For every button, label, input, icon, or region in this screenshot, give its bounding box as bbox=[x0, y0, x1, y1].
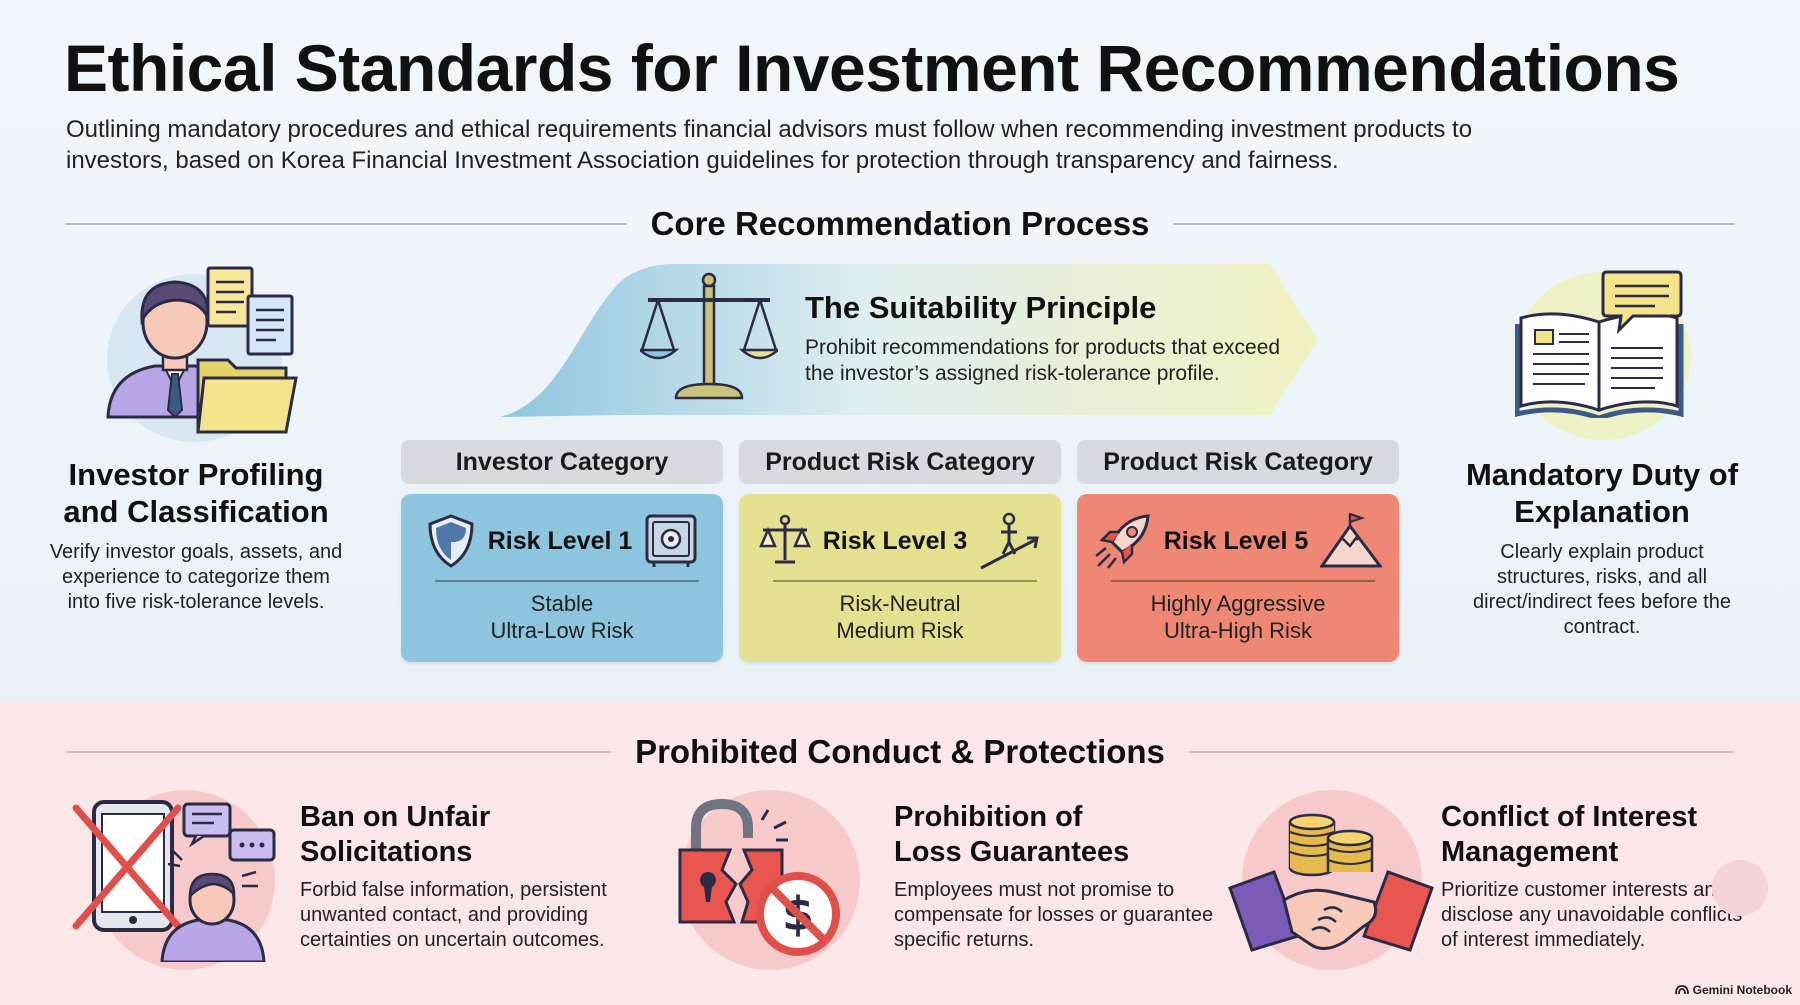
prohibited-section-title: Prohibited Conduct & Protections bbox=[635, 733, 1165, 770]
investor-profiling-title: Investor Profiling and Classification bbox=[63, 457, 329, 529]
conflict-of-interest-text: Prioritize customer interests and disclo… bbox=[1441, 879, 1743, 951]
loss-guarantee-block: Prohibition of Loss Guarantees Employees… bbox=[894, 800, 1214, 953]
prohibited-section-header: Prohibited Conduct & Protections bbox=[66, 732, 1734, 772]
safe-icon bbox=[645, 514, 697, 567]
card-divider bbox=[1111, 580, 1375, 582]
suitability-title: The Suitability Principle bbox=[805, 290, 1157, 325]
loss-guarantee-title-line1: Prohibition of bbox=[894, 801, 1083, 833]
unfair-solicitation-title-line2: Solicitations bbox=[300, 836, 473, 868]
brand-text: Gemini Notebook bbox=[1692, 983, 1792, 997]
divider-line bbox=[1173, 223, 1735, 225]
conflict-of-interest-title-line1: Conflict of Interest bbox=[1441, 801, 1698, 833]
risk-level-label: Risk Level 1 bbox=[487, 526, 633, 555]
risk-card-level-1: Risk Level 1 Stable Ultra-Low Risk bbox=[401, 494, 723, 662]
risk-level-label: Risk Level 5 bbox=[1163, 526, 1309, 555]
person-on-path-icon bbox=[980, 512, 1040, 570]
page-subtitle: Outlining mandatory procedures and ethic… bbox=[66, 116, 1473, 174]
unfair-solicitation-text: Forbid false information, persistent unw… bbox=[300, 879, 607, 951]
duty-of-explanation-title: Mandatory Duty of Explanation bbox=[1465, 457, 1739, 529]
handshake-coins-icon bbox=[1228, 813, 1434, 952]
loss-guarantee-text: Employees must not promise to compensate… bbox=[894, 879, 1214, 951]
risk-card-level-5: Risk Level 5 Highly Aggressive Ultra-Hig… bbox=[1077, 494, 1399, 662]
conflict-of-interest-title-line2: Management bbox=[1441, 836, 1619, 868]
broken-lock-no-money-icon: $ bbox=[678, 798, 840, 956]
divider-line bbox=[66, 751, 612, 753]
scale-icon bbox=[758, 514, 811, 564]
brand-logo-icon bbox=[1674, 985, 1689, 995]
risk-profile-level: Ultra-Low Risk bbox=[490, 618, 634, 643]
card-divider bbox=[435, 580, 699, 582]
risk-column-header: Product Risk Category bbox=[739, 440, 1061, 484]
risk-column-product-high: Product Risk Category Risk Level 5 Highl… bbox=[1077, 440, 1399, 662]
unfair-solicitation-title-line1: Ban on Unfair bbox=[300, 801, 491, 833]
page-title: Ethical Standards for Investment Recomme… bbox=[64, 31, 1680, 105]
risk-column-header: Investor Category bbox=[401, 440, 723, 484]
suitability-text: Prohibit recommendations for products th… bbox=[805, 336, 1281, 385]
risk-level-label: Risk Level 3 bbox=[822, 526, 968, 555]
rocket-icon bbox=[1094, 514, 1150, 569]
duty-of-explanation-text: Clearly explain product structures, risk… bbox=[1473, 541, 1731, 638]
investor-profiling-block: Investor Profiling and Classification Ve… bbox=[48, 456, 344, 615]
risk-profile-name: Stable bbox=[530, 591, 594, 616]
open-book-speech-icon bbox=[1515, 270, 1684, 418]
core-section-header: Core Recommendation Process bbox=[66, 204, 1735, 244]
risk-profile-level: Ultra-High Risk bbox=[1164, 618, 1312, 643]
risk-column-header: Product Risk Category bbox=[1077, 440, 1399, 484]
loss-guarantee-title-line2: Loss Guarantees bbox=[894, 836, 1130, 868]
brand-watermark: Gemini Notebook bbox=[1674, 983, 1792, 997]
risk-profile-level: Medium Risk bbox=[836, 618, 964, 643]
investor-profiling-text: Verify investor goals, assets, and exper… bbox=[49, 541, 343, 613]
card-divider bbox=[773, 580, 1037, 582]
balance-scale-icon bbox=[640, 272, 778, 400]
shield-icon bbox=[428, 514, 474, 568]
risk-profile-name: Highly Aggressive bbox=[1150, 591, 1326, 616]
unfair-solicitation-block: Ban on Unfair Solicitations Forbid false… bbox=[300, 800, 620, 953]
conflict-of-interest-block: Conflict of Interest Management Prioriti… bbox=[1441, 800, 1761, 953]
risk-card-level-3: Risk Level 3 Risk-Neutral Medium Risk bbox=[739, 494, 1061, 662]
divider-line bbox=[1188, 751, 1734, 753]
risk-profile-name: Risk-Neutral bbox=[839, 591, 961, 616]
divider-line bbox=[66, 223, 627, 225]
mountain-flag-icon bbox=[1320, 512, 1383, 568]
risk-column-product-medium: Product Risk Category Risk Level 3 Risk-… bbox=[739, 440, 1061, 662]
phone-solicitation-icon bbox=[72, 800, 276, 962]
core-section-title: Core Recommendation Process bbox=[650, 205, 1150, 242]
duty-of-explanation-block: Mandatory Duty of Explanation Clearly ex… bbox=[1456, 456, 1748, 640]
risk-column-investor: Investor Category Risk Level 1 Stable Ul… bbox=[401, 440, 723, 662]
advisor-documents-icon bbox=[106, 266, 298, 434]
decorative-circle bbox=[1712, 860, 1768, 916]
